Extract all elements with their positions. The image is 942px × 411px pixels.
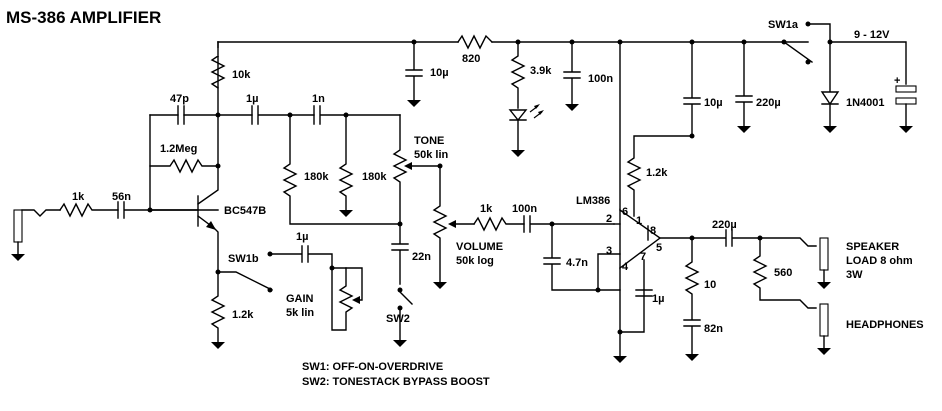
tone-potentiometer: TONE 50k lin	[392, 114, 449, 227]
feedback-network: 47p 1.2Meg	[149, 93, 253, 211]
led-indicator	[508, 104, 544, 157]
battery-supply: + 9 - 12V	[829, 29, 917, 133]
volume-potentiometer: VOLUME 50k log	[432, 165, 503, 289]
resistor-180k-b: 180k	[338, 114, 387, 217]
switch-sw1b: SW1b	[215, 251, 273, 293]
diagram-title: MS-386 AMPLIFIER	[6, 8, 161, 27]
label-r-560: 560	[774, 267, 792, 279]
label-r-10-out: 10	[704, 279, 716, 291]
label-r-1k-volume: 1k	[480, 203, 493, 215]
label-c-56n: 56n	[112, 191, 131, 203]
note-sw2: SW2: TONESTACK BYPASS BOOST	[302, 376, 490, 388]
resistor-1k-input: 1k	[59, 191, 119, 218]
speaker-jack: SPEAKER LOAD 8 ohm 3W	[817, 237, 913, 289]
label-pin2: 2	[606, 213, 612, 225]
capacitor-22n: 22n	[391, 223, 431, 285]
label-r-1-2k-feedback: 1.2k	[646, 167, 668, 179]
label-c-220u-supply: 220µ	[756, 97, 781, 109]
label-r-10k: 10k	[232, 69, 251, 81]
capacitor-100n-supply: 100n	[563, 39, 613, 111]
label-c-100n-supply: 100n	[588, 73, 613, 85]
label-r-820: 820	[462, 53, 480, 65]
label-pin4: 4	[622, 261, 629, 273]
transistor-bc547b: BC547B	[147, 41, 266, 273]
lm386-amplifier: LM386 2 3 4 6 1 8 5 7 1µ 1.2k	[576, 41, 693, 363]
capacitor-100n-input: 100n	[512, 203, 615, 233]
label-volume: VOLUME	[456, 241, 503, 253]
headphones-jack: HEADPHONES	[817, 303, 924, 355]
output-stage: 10 82n 220µ 560	[683, 219, 817, 361]
capacitor-56n: 56n	[112, 191, 219, 219]
label-c-10u-b: 10µ	[704, 97, 723, 109]
label-pin5: 5	[656, 242, 662, 254]
label-c-22n: 22n	[412, 251, 431, 263]
resistor-1k-volume: 1k	[473, 203, 525, 232]
label-gain: GAIN	[286, 293, 314, 305]
label-headphones: HEADPHONES	[846, 319, 924, 331]
capacitor-1n: 1n	[312, 93, 401, 125]
label-tone: TONE	[414, 135, 444, 147]
capacitor-1u-a: 1µ	[246, 93, 315, 125]
label-gain-value: 5k lin	[286, 307, 314, 319]
label-c-220u-out: 220µ	[712, 219, 737, 231]
capacitor-1u-gain: 1µ	[269, 231, 333, 269]
label-speaker-power: 3W	[846, 269, 863, 281]
switch-sw1a: SW1a	[768, 19, 833, 65]
label-sw1a: SW1a	[768, 19, 799, 31]
label-c-47p: 47p	[170, 93, 189, 105]
label-speaker: SPEAKER	[846, 241, 899, 253]
note-sw1: SW1: OFF-ON-OVERDRIVE	[302, 361, 443, 373]
capacitor-220u-supply: 220µ	[735, 39, 781, 133]
label-battery-plus: +	[894, 75, 900, 87]
resistor-3-9k: 3.9k	[510, 39, 552, 109]
label-pin1: 1	[636, 215, 642, 227]
label-r-180k-a: 180k	[304, 171, 329, 183]
capacitor-10u-a: 10µ	[405, 39, 449, 107]
switch-sw2: SW2	[386, 287, 413, 347]
label-speaker-load: LOAD 8 ohm	[846, 255, 913, 267]
label-c-1n: 1n	[312, 93, 325, 105]
label-sw1b: SW1b	[228, 253, 259, 265]
label-pin8: 8	[650, 225, 656, 237]
label-r-180k-b: 180k	[362, 171, 387, 183]
label-c-10u-a: 10µ	[430, 67, 449, 79]
label-c-4-7n: 4.7n	[566, 257, 588, 269]
label-supply: 9 - 12V	[854, 29, 890, 41]
gain-potentiometer: GAIN 5k lin	[286, 265, 363, 331]
label-sw2: SW2	[386, 313, 410, 325]
label-diode: 1N4001	[846, 97, 885, 109]
label-pin6: 6	[622, 206, 628, 218]
label-c-100n-input: 100n	[512, 203, 537, 215]
label-r-1-2k-emitter: 1.2k	[232, 309, 254, 321]
label-r-3-9k: 3.9k	[530, 65, 552, 77]
label-r-1k-input: 1k	[72, 191, 85, 203]
label-r-1-2meg: 1.2Meg	[160, 143, 197, 155]
label-c-82n: 82n	[704, 323, 723, 335]
label-c-1u-a: 1µ	[246, 93, 258, 105]
label-tone-value: 50k lin	[414, 149, 449, 161]
diode-1n4001: 1N4001	[820, 41, 885, 133]
resistor-820: 820	[457, 34, 493, 65]
resistor-180k-a: 180k	[282, 114, 401, 225]
label-c-1u-bypass: 1µ	[652, 293, 664, 305]
label-q1: BC547B	[224, 205, 266, 217]
label-volume-value: 50k log	[456, 255, 494, 267]
resistor-10k: 10k	[210, 41, 251, 118]
label-ic: LM386	[576, 195, 610, 207]
label-pin3: 3	[606, 245, 612, 257]
capacitor-10u-b: 10µ	[683, 41, 723, 139]
capacitor-4-7n: 4.7n	[543, 223, 621, 293]
resistor-1-2k-emitter: 1.2k	[210, 271, 254, 349]
label-c-1u-gain: 1µ	[296, 231, 308, 243]
input-jack	[11, 209, 61, 261]
label-pin7: 7	[640, 251, 646, 263]
